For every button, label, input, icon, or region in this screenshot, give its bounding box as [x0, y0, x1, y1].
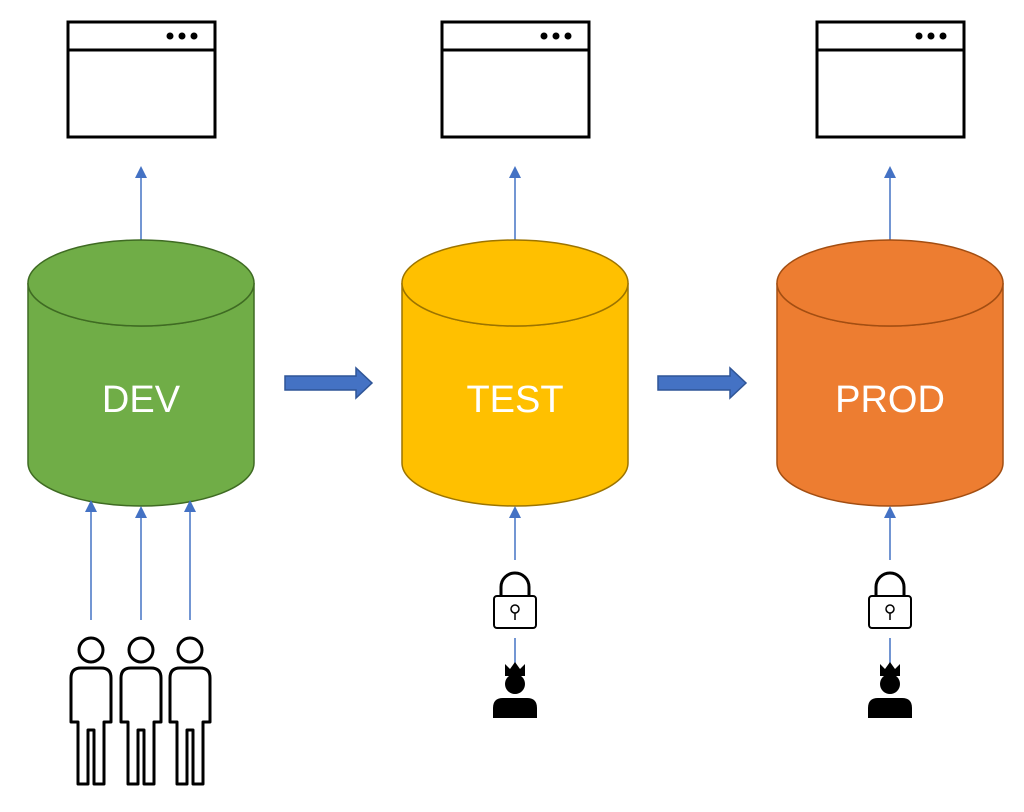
person-icon-3 — [168, 636, 212, 786]
env-label-dev: DEV — [102, 379, 181, 421]
padlock-icon-prod — [868, 571, 912, 629]
env-label-test: TEST — [466, 379, 563, 421]
browser-window-icon-dev — [66, 20, 217, 139]
person-icon-1 — [69, 636, 113, 786]
person-icon-2 — [119, 636, 163, 786]
padlock-icon-test — [493, 571, 537, 629]
browser-window-icon-prod — [815, 20, 966, 139]
admin-crown-icon-test — [493, 662, 537, 718]
database-cylinder-prod: PROD — [776, 239, 1004, 507]
admin-crown-icon-prod — [868, 662, 912, 718]
database-cylinder-test: TEST — [401, 239, 629, 507]
browser-window-icon-test — [440, 20, 591, 139]
env-label-prod: PROD — [835, 379, 945, 421]
promotion-arrow-icon-dev-to-test — [284, 366, 374, 400]
promotion-arrow-icon-test-to-prod — [657, 366, 748, 400]
database-cylinder-dev: DEV — [27, 239, 255, 507]
